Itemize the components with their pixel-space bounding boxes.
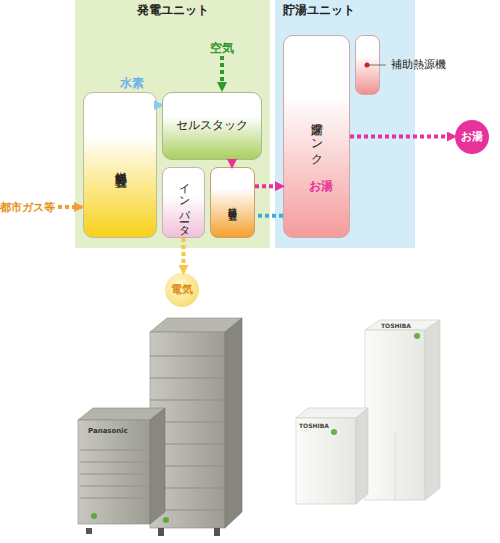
tall-unit-front xyxy=(150,332,225,528)
output-circle: 電気 xyxy=(165,273,199,307)
small-unit-front xyxy=(78,420,150,524)
unit-band: 貯湯ユニット貯湯タンク 補助熱源機 xyxy=(275,0,415,248)
tank-box: 貯湯タンク xyxy=(283,35,350,238)
node-text: 貯湯タンク xyxy=(310,113,324,160)
unit-foot xyxy=(158,528,164,536)
unit-band: 発電ユニット燃料処理装置 セルスタックインバータ 排熱回収装置 xyxy=(75,0,270,248)
toshiba-product xyxy=(296,320,440,504)
brand-label: TOSHIBA xyxy=(381,322,411,329)
tall-unit-side xyxy=(225,318,242,528)
panel-seam xyxy=(395,432,396,500)
node-text: 貯湯ユニット xyxy=(283,4,355,18)
logo-mark xyxy=(163,517,169,523)
tall-unit-front xyxy=(365,330,425,500)
node-text: 発電ユニット xyxy=(75,4,270,18)
node-text: セルスタック xyxy=(176,119,248,133)
unit-top xyxy=(78,408,165,420)
unit-foot xyxy=(86,528,92,534)
process-box: セルスタック xyxy=(162,92,262,160)
node-text: お湯 xyxy=(461,131,483,144)
node-text: 電気 xyxy=(171,284,193,297)
process-box: 排熱回収装置 xyxy=(210,167,255,238)
heater-box: 補助熱源機 xyxy=(355,35,380,95)
panel-stripes xyxy=(150,356,225,510)
panasonic-product xyxy=(78,318,242,536)
logo-mark xyxy=(414,333,420,339)
unit-top xyxy=(150,318,242,332)
node-text: インバータ xyxy=(177,175,190,231)
unit-top xyxy=(365,320,440,330)
unit-top xyxy=(296,408,368,418)
logo-mark xyxy=(91,513,97,519)
flow-label: お湯 xyxy=(309,178,333,195)
process-box: 燃料処理装置 xyxy=(83,92,157,238)
unit-foot xyxy=(214,528,220,536)
input-label: 空気 xyxy=(210,40,234,57)
node-text: 燃料処理装置 xyxy=(113,162,127,168)
logo-mark xyxy=(331,429,337,435)
output-circle: お湯 xyxy=(455,120,489,154)
node-text: 補助熱源機 xyxy=(391,59,446,72)
input-label: 都市ガス等 xyxy=(0,200,55,215)
small-unit-side xyxy=(150,408,165,524)
brand-label: TOSHIBA xyxy=(299,422,329,429)
tall-unit-side xyxy=(425,320,440,500)
brand-label: Panasonic xyxy=(88,427,128,435)
vent-lines xyxy=(80,450,148,498)
process-box: インバータ xyxy=(162,167,205,238)
node-text: 排熱回収装置 xyxy=(227,200,237,206)
small-unit-front xyxy=(296,418,356,504)
flow-label: 水素 xyxy=(120,75,144,92)
small-unit-side xyxy=(356,408,368,504)
